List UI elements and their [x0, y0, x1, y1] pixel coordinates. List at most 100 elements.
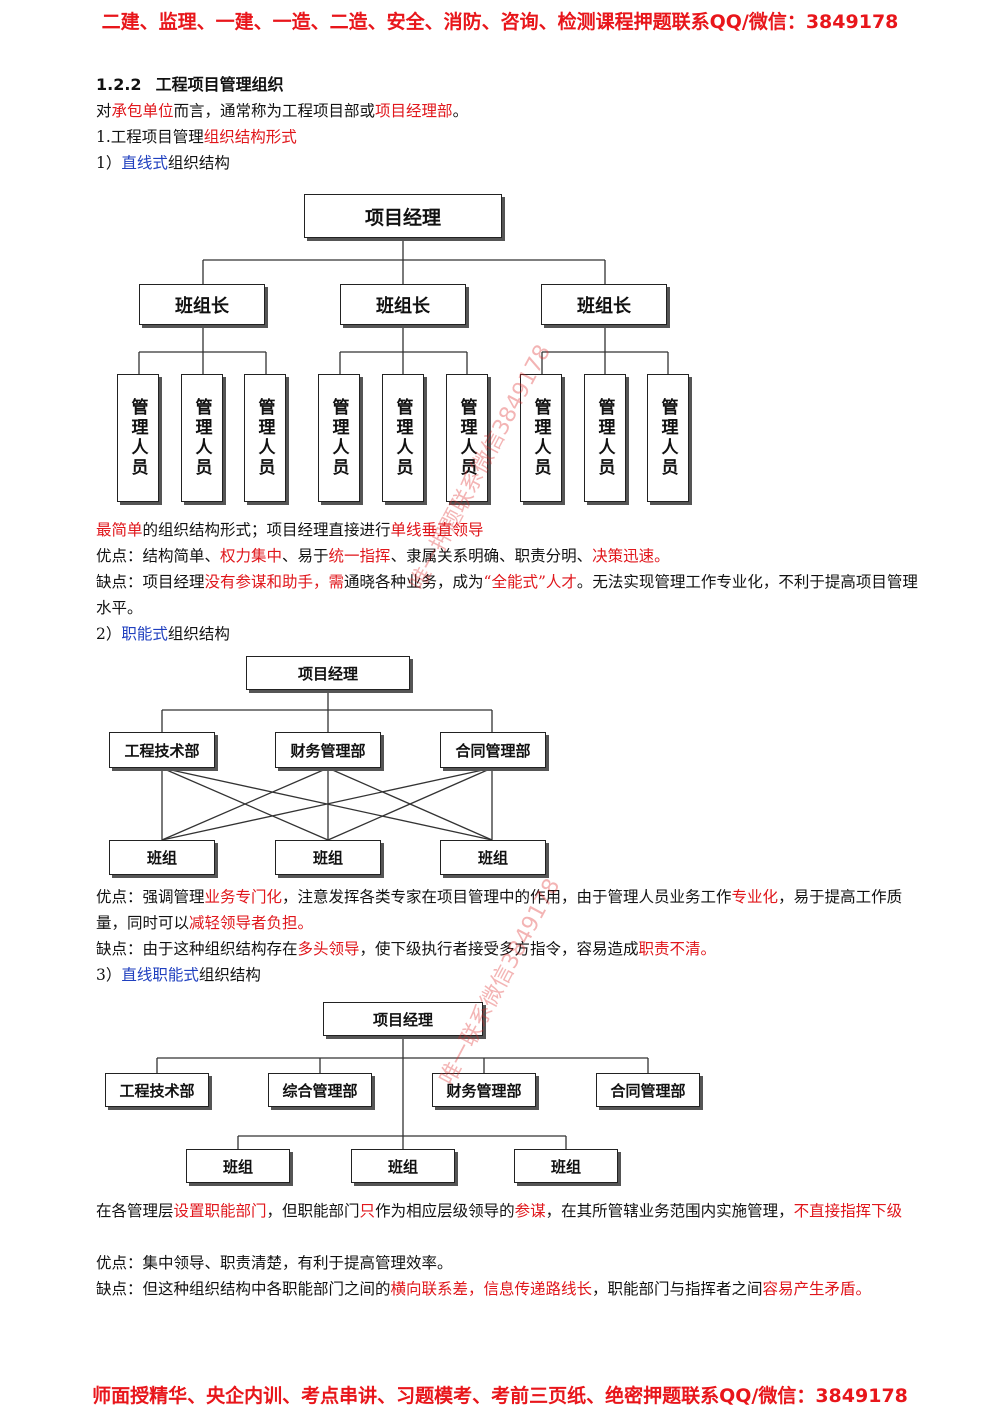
- text-span: 组织结构: [167, 625, 230, 643]
- org-box-project-manager: 项目经理: [304, 194, 502, 238]
- text-span: 组织结构: [198, 966, 261, 984]
- highlight-span: 只: [359, 1202, 376, 1220]
- org-box-project-manager: 项目经理: [246, 656, 410, 690]
- org-box-dept: 合同管理部: [596, 1073, 700, 1107]
- highlight-span: 承包单位: [111, 102, 174, 120]
- org-box-team-leader: 班组长: [541, 284, 667, 325]
- highlight-span: 业务专门化: [204, 888, 283, 906]
- text-span: ，职能部门与指挥者之间: [592, 1280, 763, 1298]
- text-span: ，易于提高工作质量，同时可以: [96, 888, 903, 932]
- highlight-span: 减轻领导者负担。: [189, 914, 314, 932]
- intro-paragraph: 对承包单位而言，通常称为工程项目部或项目经理部。: [96, 98, 928, 124]
- text-span: ，但职能部门: [266, 1202, 360, 1220]
- org-box-manager: 管理人员: [584, 374, 626, 502]
- highlight-span: 设置职能部门: [173, 1202, 267, 1220]
- func-org-heading: 2）职能式组织结构: [96, 621, 928, 647]
- text-span: 缺点：由于这种组织结构存在: [96, 940, 298, 958]
- org-box-dept: 工程技术部: [109, 732, 215, 768]
- org-box-manager: 管理人员: [181, 374, 223, 502]
- text-span: 而言，通常称为工程项目部或: [173, 102, 376, 120]
- org-box-dept: 合同管理部: [440, 732, 546, 768]
- section-number: 1.2.2: [96, 75, 142, 94]
- text-span: 组织结构: [167, 154, 230, 172]
- linefunc-org-pros: 优点：集中领导、职责清楚，有利于提高管理效率。: [96, 1250, 928, 1276]
- org-box-manager: 管理人员: [446, 374, 488, 502]
- text-span: 、易于: [282, 547, 329, 565]
- line-org-cons: 缺点：项目经理没有参谋和助手，需通晓各种业务，成为“全能式”人才。无法实现管理工…: [96, 569, 928, 621]
- org-box-dept: 财务管理部: [275, 732, 381, 768]
- highlight-span: 组织结构形式: [203, 128, 297, 146]
- linefunc-org-desc: 在各管理层设置职能部门，但职能部门只作为相应层级领导的参谋，在其所管辖业务范围内…: [96, 1198, 928, 1224]
- org-box-team: 班组: [275, 840, 381, 875]
- func-org-cons: 缺点：由于这种组织结构存在多头领导，使下级执行者接受多方指令，容易造成职责不清。: [96, 936, 928, 962]
- org-box-team: 班组: [351, 1149, 455, 1183]
- text-span: 通晓各种业务，成为: [344, 573, 484, 591]
- text-span: ，使下级执行者接受多方指令，容易造成: [359, 940, 639, 958]
- org-box-team: 班组: [186, 1149, 290, 1183]
- org-box-project-manager: 项目经理: [323, 1002, 483, 1036]
- org-box-manager: 管理人员: [318, 374, 360, 502]
- line-org-desc: 最简单的组织结构形式；项目经理直接进行单线垂直领导: [96, 517, 928, 543]
- text-span: 、隶属关系明确、职责分明、: [390, 547, 593, 565]
- highlight-span: 没有参谋和助手，需: [204, 573, 345, 591]
- highlight-span: 不直接指挥下级: [793, 1202, 903, 1220]
- section-title: 工程项目管理组织: [155, 75, 284, 94]
- blue-span: 职能式: [121, 625, 168, 643]
- highlight-span: 横向联系差，信息传递路线长: [390, 1280, 593, 1298]
- highlight-span: 最简单: [96, 521, 143, 539]
- text-span: 的组织结构形式；项目经理直接进行: [142, 521, 391, 539]
- section-heading: 1.2.2 工程项目管理组织: [96, 72, 928, 98]
- highlight-span: 专业化: [731, 888, 779, 906]
- text-span: 作为相应层级领导的: [375, 1202, 515, 1220]
- text-span: 。: [452, 102, 469, 120]
- text-span: 3）: [96, 966, 122, 984]
- highlight-span: 权力集中: [220, 547, 283, 565]
- org-box-manager: 管理人员: [244, 374, 286, 502]
- highlight-span: 决策迅速。: [592, 547, 670, 565]
- org-box-dept: 财务管理部: [432, 1073, 536, 1107]
- footer-banner: 师面授精华、央企内训、考点串讲、习题模考、考前三页纸、绝密押题联系QQ/微信：3…: [92, 1385, 908, 1407]
- org-box-manager: 管理人员: [382, 374, 424, 502]
- text-span: 在各管理层: [96, 1202, 174, 1220]
- blue-span: 直线式: [121, 154, 168, 172]
- org-box-manager: 管理人员: [647, 374, 689, 502]
- text-span: 1）: [96, 154, 122, 172]
- org-box-manager: 管理人员: [117, 374, 159, 502]
- linefunc-org-cons: 缺点：但这种组织结构中各职能部门之间的横向联系差，信息传递路线长，职能部门与指挥…: [96, 1276, 928, 1302]
- org-box-team-leader: 班组长: [139, 284, 265, 325]
- highlight-span: 参谋: [514, 1202, 546, 1220]
- text-span: ，在其所管辖业务范围内实施管理，: [545, 1202, 794, 1220]
- text-span: 1.工程项目管理: [96, 128, 204, 146]
- text-span: 2）: [96, 625, 122, 643]
- line-org-pros: 优点：结构简单、权力集中、易于统一指挥、隶属关系明确、职责分明、决策迅速。: [96, 543, 928, 569]
- func-org-pros: 优点：强调管理业务专门化，注意发挥各类专家在项目管理中的作用，由于管理人员业务工…: [96, 884, 928, 936]
- sub-heading: 1.工程项目管理组织结构形式: [96, 124, 928, 150]
- highlight-span: 多头领导: [297, 940, 360, 958]
- highlight-span: “全能式”人才: [483, 573, 577, 591]
- highlight-span: 统一指挥: [328, 547, 391, 565]
- line-org-heading: 1）直线式组织结构: [96, 150, 928, 176]
- org-box-team: 班组: [440, 840, 546, 875]
- highlight-span: 项目经理部: [375, 102, 453, 120]
- highlight-span: 容易产生矛盾。: [762, 1280, 872, 1298]
- org-box-team-leader: 班组长: [340, 284, 466, 325]
- org-box-dept: 工程技术部: [105, 1073, 209, 1107]
- text-span: 优点：集中领导、职责清楚，有利于提高管理效率。: [96, 1254, 453, 1272]
- org-box-team: 班组: [109, 840, 215, 875]
- header-banner: 二建、监理、一建、一造、二造、安全、消防、咨询、检测课程押题联系QQ/微信：38…: [101, 11, 899, 33]
- text-span: 缺点：项目经理: [96, 573, 205, 591]
- text-span: 优点：结构简单、: [96, 547, 221, 565]
- highlight-span: 单线垂直领导: [390, 521, 484, 539]
- highlight-span: 职责不清。: [638, 940, 717, 958]
- text-span: ，注意发挥各类专家在项目管理中的作用，由于管理人员业务工作: [282, 888, 732, 906]
- text-span: 缺点：但这种组织结构中各职能部门之间的: [96, 1280, 391, 1298]
- text-span: 对: [96, 102, 112, 120]
- org-box-team: 班组: [514, 1149, 618, 1183]
- blue-span: 直线职能式: [121, 966, 199, 984]
- linefunc-org-heading: 3）直线职能式组织结构: [96, 962, 928, 988]
- org-box-dept: 综合管理部: [268, 1073, 372, 1107]
- org-box-manager: 管理人员: [520, 374, 562, 502]
